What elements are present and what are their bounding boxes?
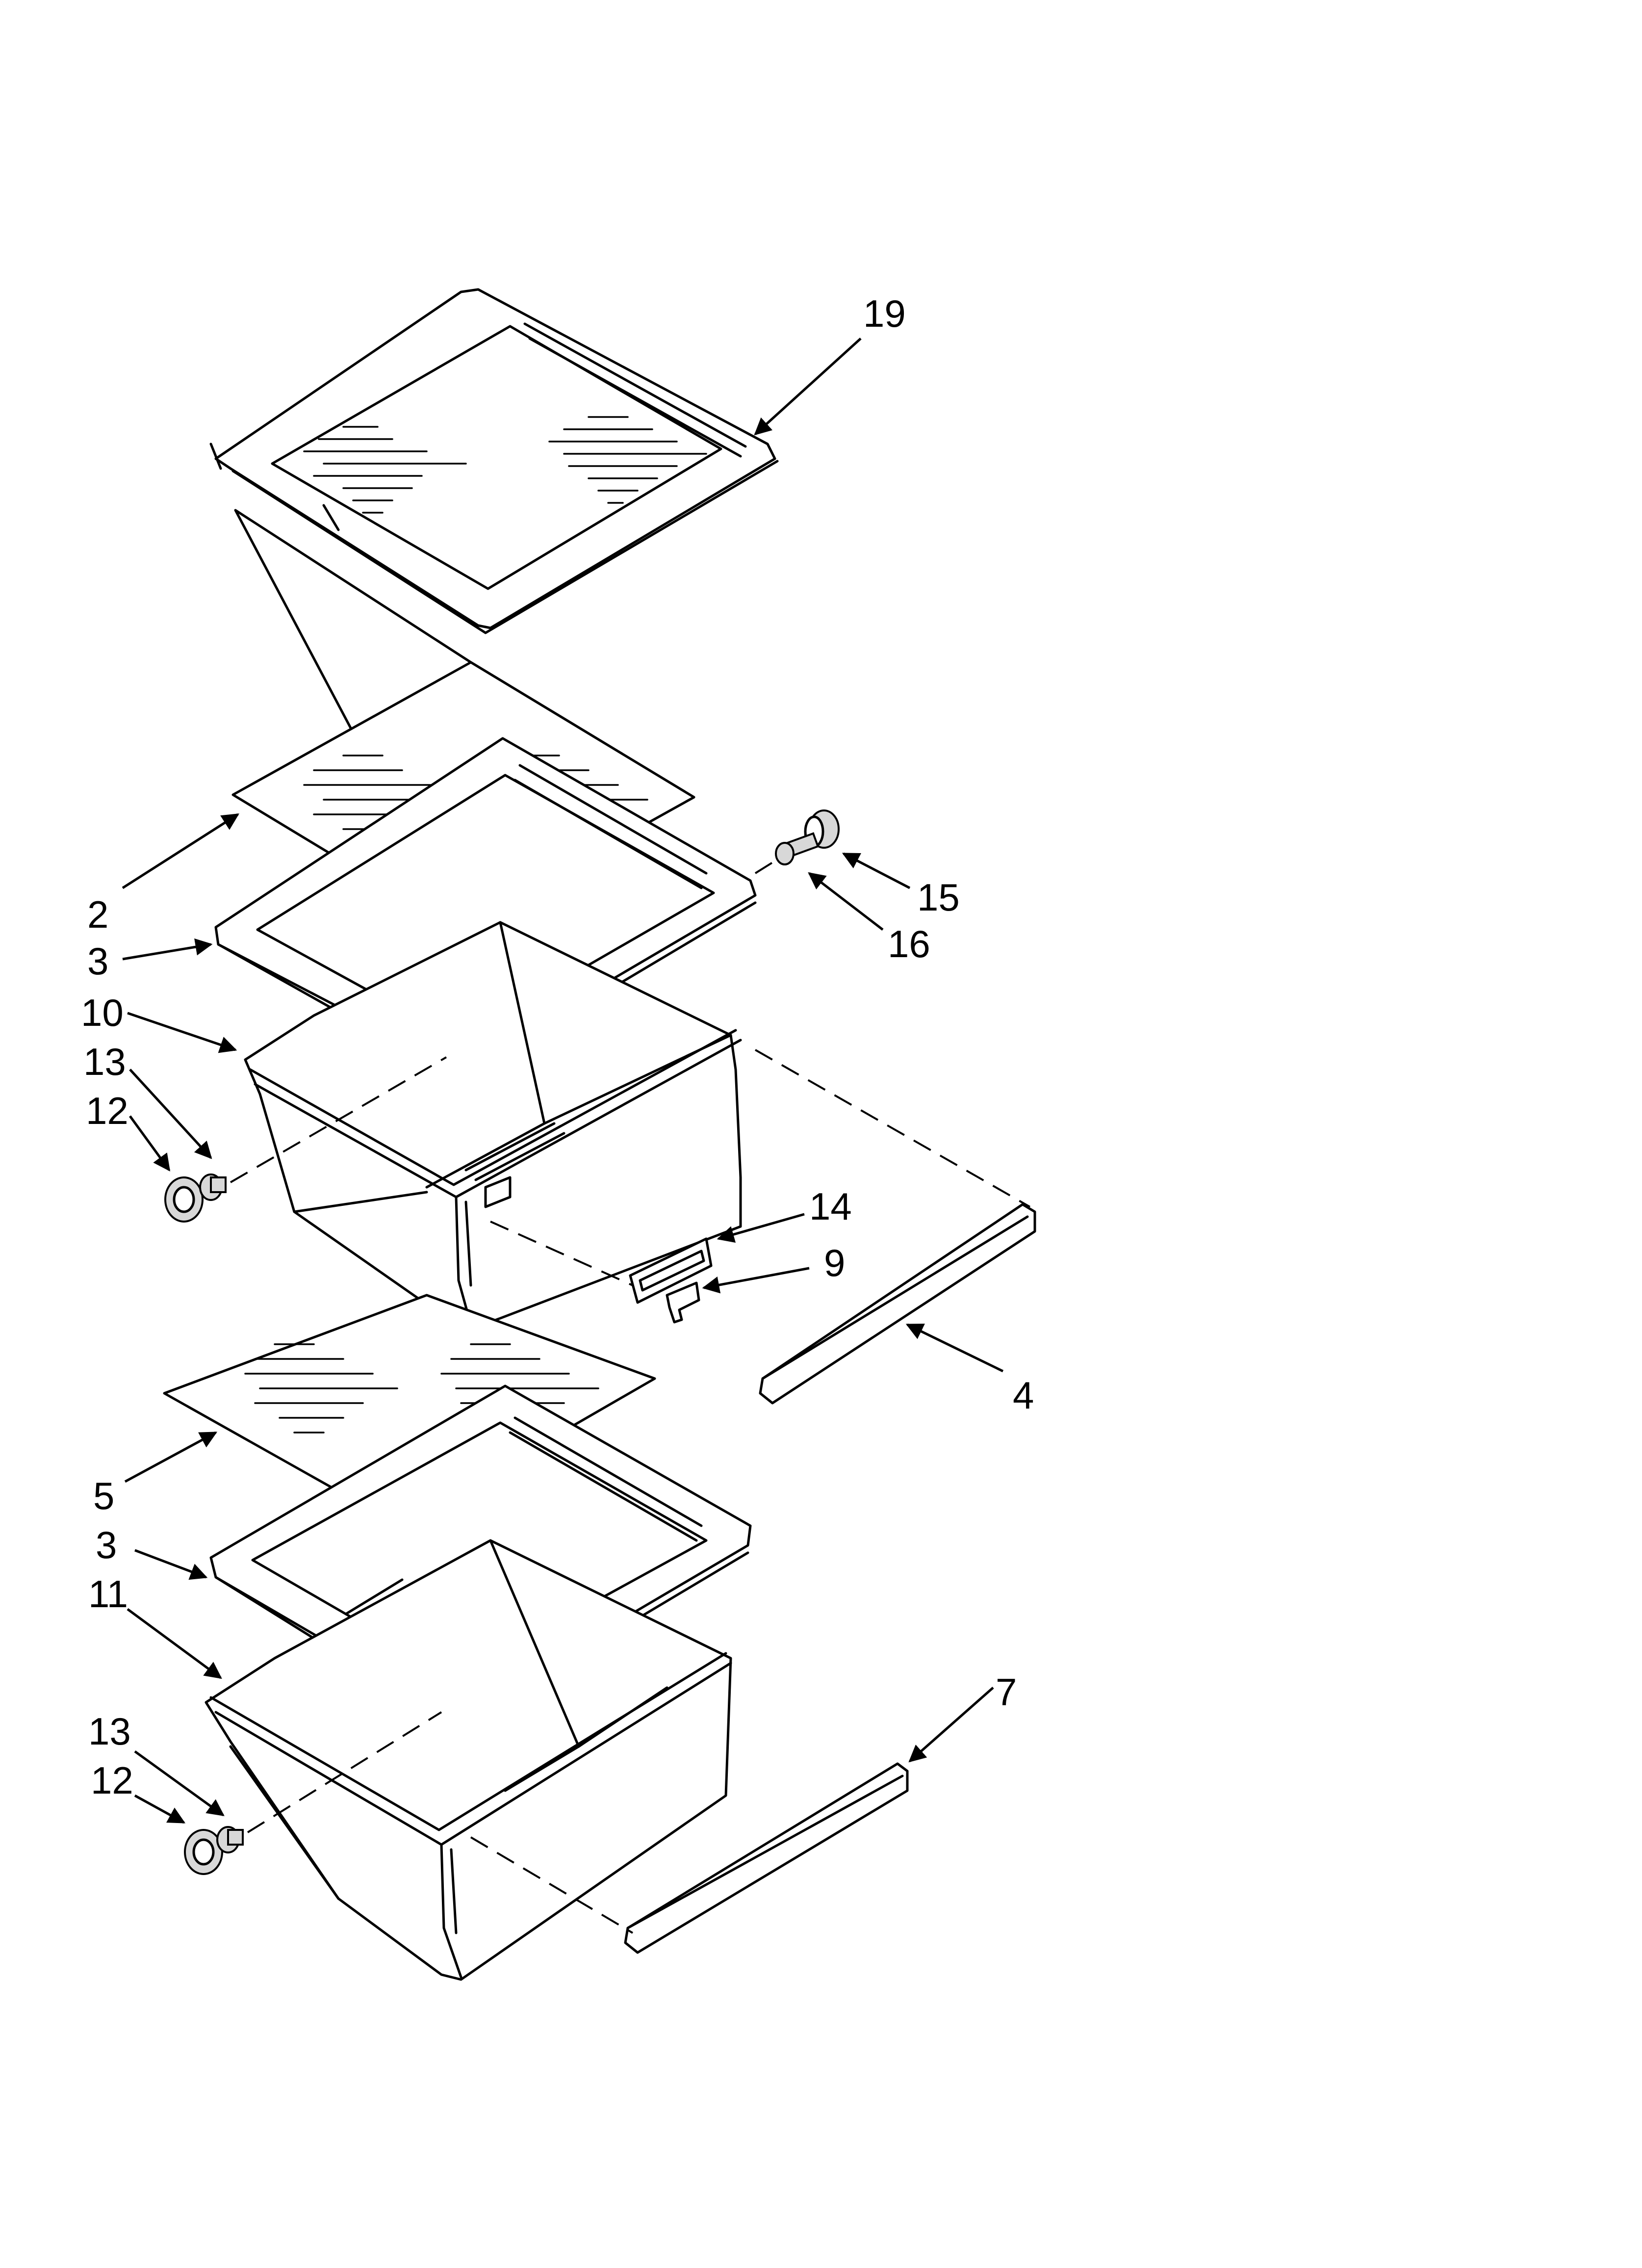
part-19-shelf — [209, 288, 779, 634]
callout-15: 15 — [917, 876, 960, 919]
callout-3-lower: 3 — [96, 1523, 117, 1566]
callout-12-lower: 12 — [91, 1759, 133, 1802]
callout-9: 9 — [824, 1241, 846, 1284]
callout-4: 4 — [1013, 1374, 1034, 1417]
part-14-bracket — [629, 1237, 713, 1304]
callout-5: 5 — [93, 1474, 115, 1517]
callout-16: 16 — [888, 922, 930, 965]
part-12-roller-lower — [184, 1826, 244, 1875]
part-7-rail — [624, 1762, 909, 1954]
part-9-clip — [666, 1281, 700, 1324]
callout-13-lower: 13 — [88, 1710, 131, 1753]
callout-7: 7 — [996, 1670, 1017, 1714]
callout-2: 2 — [87, 893, 109, 936]
callout-14: 14 — [809, 1185, 852, 1228]
callout-13-upper: 13 — [83, 1040, 126, 1083]
part-11-crisper-drawer-lower — [205, 1539, 732, 1981]
part-16-screw — [775, 832, 820, 865]
part-12-roller-upper — [164, 1173, 227, 1223]
callout-3-upper: 3 — [87, 939, 109, 983]
part-3-frame-upper — [214, 737, 757, 1081]
assembly-lines — [230, 860, 1030, 1934]
callout-10: 10 — [81, 991, 124, 1034]
callout-19: 19 — [863, 292, 906, 335]
callout-11: 11 — [88, 1572, 128, 1616]
callout-12-upper: 12 — [86, 1089, 128, 1132]
part-4-rail — [759, 1203, 1036, 1405]
leader-arrows — [122, 338, 1004, 1824]
